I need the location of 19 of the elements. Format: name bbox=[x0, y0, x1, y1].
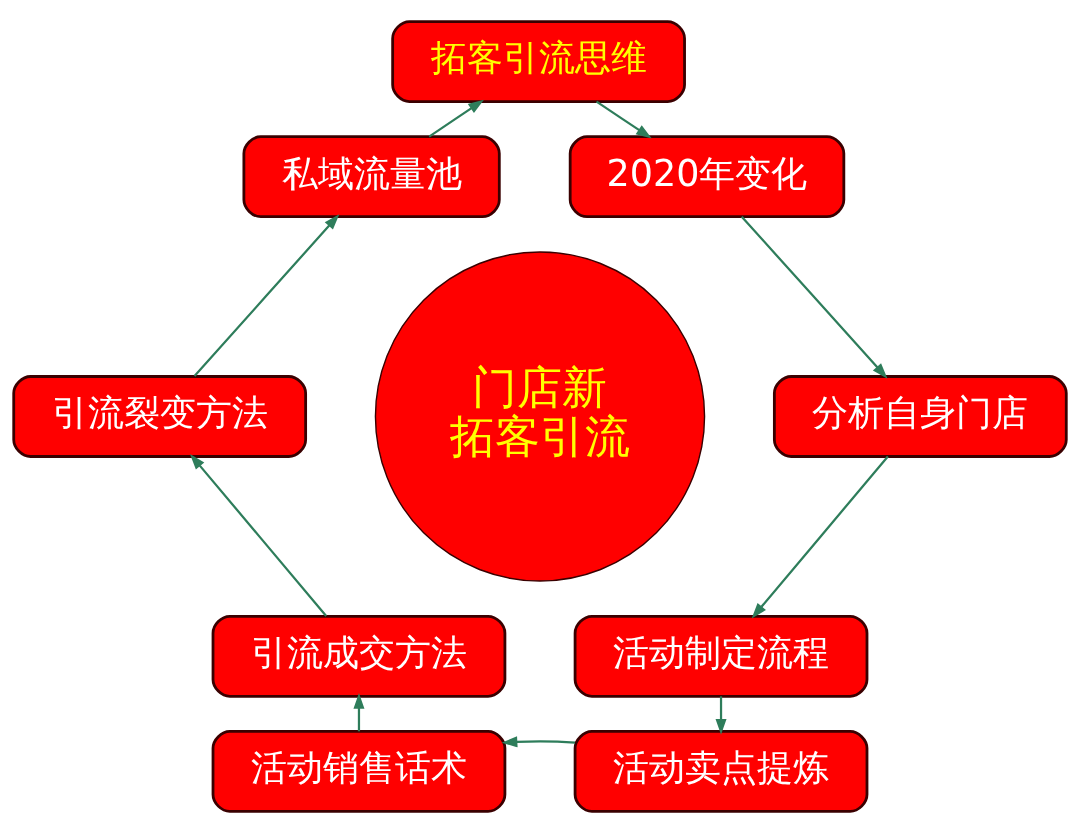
node-box: 2020年变化 bbox=[568, 134, 846, 218]
node-box: 引流裂变方法 bbox=[12, 374, 308, 458]
arrow bbox=[428, 99, 484, 137]
arrow bbox=[193, 213, 340, 377]
node-box: 活动制定流程 bbox=[573, 614, 869, 698]
arrow bbox=[501, 735, 576, 747]
node-box: 私域流量池 bbox=[242, 134, 501, 218]
arrow bbox=[595, 100, 652, 138]
node-box: 引流成交方法 bbox=[211, 614, 507, 698]
node-box: 分析自身门店 bbox=[772, 374, 1068, 458]
node-box: 活动销售话术 bbox=[211, 729, 507, 813]
node-circle: 门店新拓客引流 bbox=[374, 250, 706, 582]
arrow bbox=[715, 695, 727, 735]
arrow bbox=[751, 455, 889, 619]
arrow bbox=[353, 692, 365, 731]
node-box: 拓客引流思维 bbox=[391, 19, 686, 103]
node-box: 活动卖点提炼 bbox=[573, 729, 869, 813]
arrow bbox=[740, 215, 888, 379]
arrow bbox=[189, 453, 328, 617]
